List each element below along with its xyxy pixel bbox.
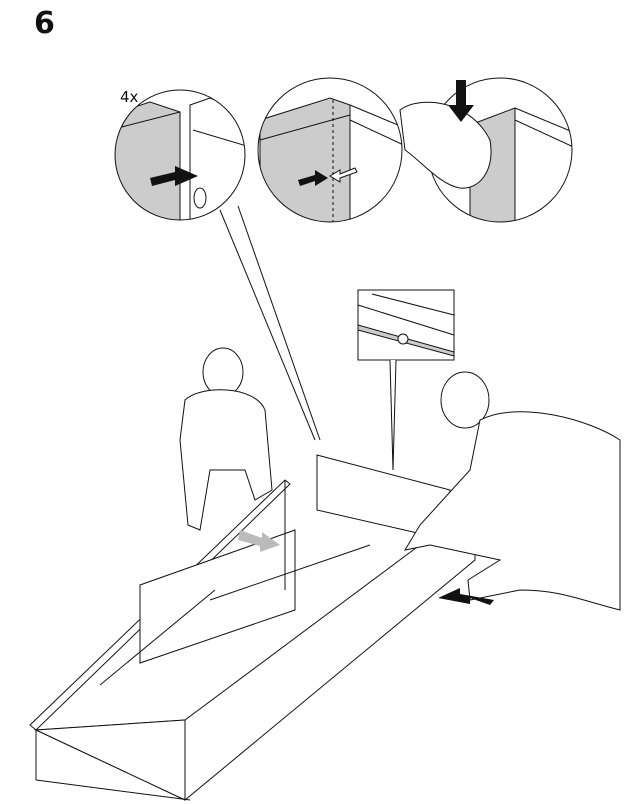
quantity-label: 4x (120, 88, 139, 106)
detail-callout-groove (357, 289, 455, 471)
hand-icon (399, 101, 492, 189)
arrow-right-icon (150, 166, 198, 186)
arrow-down-icon (448, 80, 474, 122)
arrow-right-icon (298, 170, 328, 186)
detail-callout-align (257, 77, 403, 223)
detail-callout-press (399, 77, 573, 223)
person-right (403, 371, 621, 611)
step-number: 6 (34, 6, 55, 41)
hint-arrow-icon (238, 530, 280, 552)
arrow-left-icon (329, 167, 358, 183)
push-arrow-icon (438, 588, 494, 605)
cabinet (29, 454, 476, 801)
person-left (179, 347, 273, 531)
